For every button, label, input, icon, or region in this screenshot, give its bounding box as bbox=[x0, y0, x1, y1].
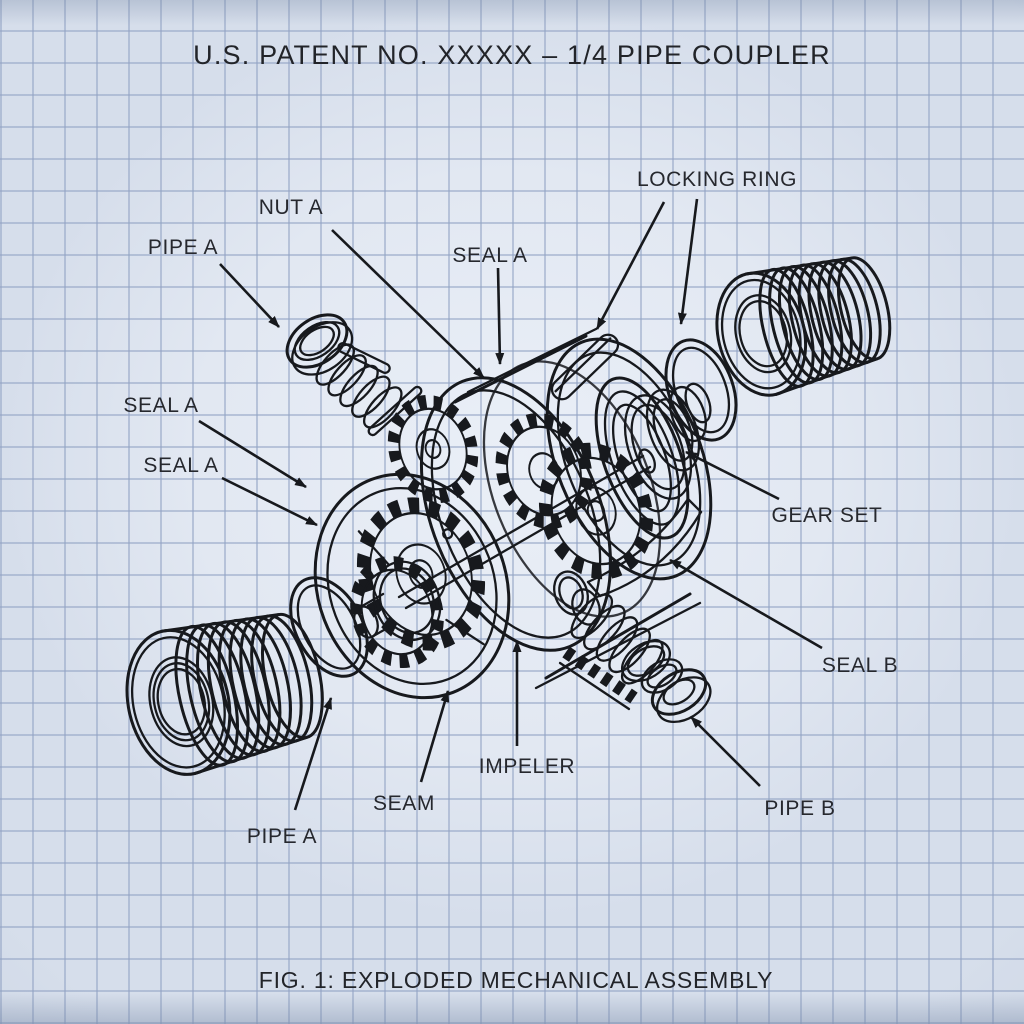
leader-locking-ring-2 bbox=[677, 198, 699, 325]
leader-seal-b bbox=[669, 558, 823, 650]
gear-set-part bbox=[350, 394, 654, 669]
pipe-b-seal-ring bbox=[650, 668, 712, 724]
label-seal-a-left-2: SEAL A bbox=[143, 454, 218, 477]
impeller-teeth bbox=[558, 646, 638, 711]
leader-pipe-a-bottom bbox=[293, 697, 333, 811]
nut-a-ring bbox=[285, 313, 354, 376]
label-pipe-a-bottom: PIPE A bbox=[247, 825, 317, 848]
leader-locking-ring-1 bbox=[595, 201, 666, 330]
leader-pipe-b bbox=[690, 716, 761, 787]
leader-pipe-a-top bbox=[219, 263, 280, 328]
leader-seal-a-top bbox=[495, 267, 505, 365]
label-seal-a-top: SEAL A bbox=[452, 244, 527, 267]
label-pipe-b: PIPE B bbox=[764, 797, 835, 820]
page-title: U.S. PATENT NO. XXXXX – 1/4 PIPE COUPLER bbox=[193, 40, 831, 70]
shaft bbox=[397, 448, 656, 610]
housing-top-tab bbox=[550, 333, 620, 401]
leader-arrows bbox=[198, 198, 823, 811]
label-seal-b: SEAL B bbox=[822, 654, 898, 677]
leader-seal-a-left-2 bbox=[221, 476, 318, 527]
label-gear-set: GEAR SET bbox=[772, 504, 883, 527]
label-seam: SEAM bbox=[373, 792, 435, 815]
pin-short bbox=[337, 342, 391, 374]
seal-b-spring bbox=[570, 593, 664, 685]
pipe-b-part bbox=[715, 256, 892, 397]
pin-long bbox=[367, 385, 423, 437]
leader-nut-a bbox=[331, 229, 485, 379]
left-flange-disc bbox=[313, 472, 511, 700]
label-nut-a: NUT A bbox=[259, 196, 323, 219]
label-locking-ring: LOCKING RING bbox=[637, 168, 797, 191]
figure-caption: FIG. 1: EXPLODED MECHANICAL ASSEMBLY bbox=[259, 967, 774, 993]
label-impeler: IMPELER bbox=[479, 755, 575, 778]
label-pipe-a-top: PIPE A bbox=[148, 236, 218, 259]
leader-gear-set bbox=[685, 450, 780, 501]
pipe-a-part bbox=[125, 612, 324, 776]
leader-seal-a-left-1 bbox=[198, 419, 307, 489]
seal-a-spring bbox=[315, 343, 403, 429]
label-seal-a-left-1: SEAL A bbox=[123, 394, 198, 417]
exploded-assembly-drawing bbox=[125, 256, 892, 776]
leader-seam bbox=[419, 690, 450, 783]
